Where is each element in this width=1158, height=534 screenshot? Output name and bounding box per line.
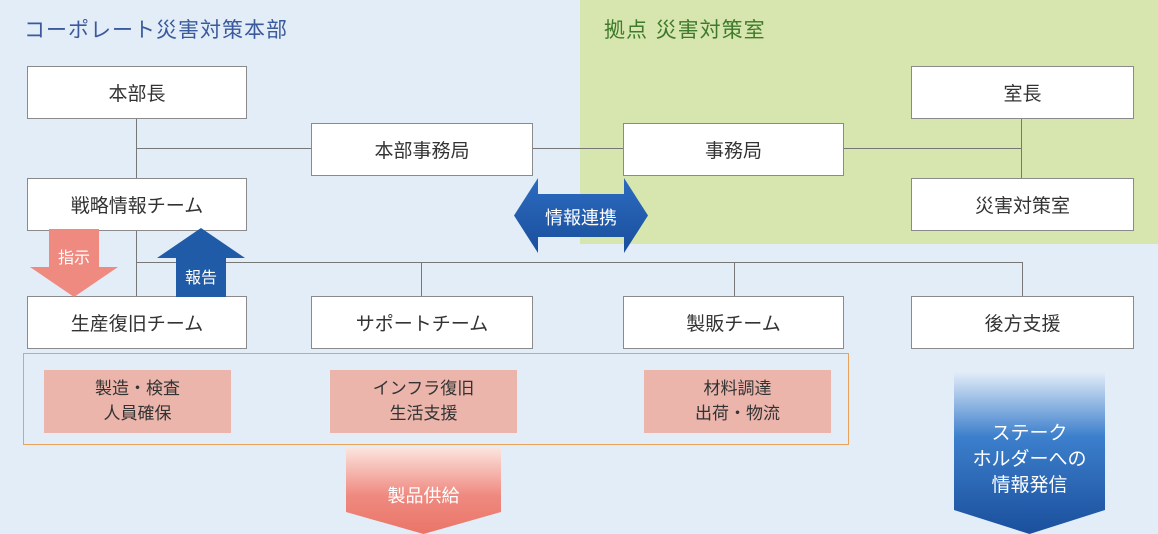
site-room-box: 災害対策室 (911, 178, 1134, 231)
site-office-box: 事務局 (623, 123, 844, 176)
sales-team-box: 製販チーム (623, 296, 844, 349)
instruction-label: 指示 (57, 248, 90, 267)
report-label: 報告 (184, 268, 217, 287)
connector-team-bus (136, 262, 1023, 263)
activity-line: 出荷・物流 (695, 403, 780, 424)
activity-line: 生活支援 (389, 403, 458, 424)
connector-office-link (532, 148, 624, 149)
stakeholder-label: ステーク ホルダーへの 情報発信 (954, 420, 1105, 498)
activity-line: 人員確保 (103, 403, 172, 424)
support-team-box: サポートチーム (311, 296, 533, 349)
product-supply-arrow (346, 448, 501, 534)
connector-to-backup-support (1022, 262, 1023, 297)
activity-manufacturing: 製造・検査 人員確保 (44, 370, 231, 433)
activity-line: 材料調達 (703, 378, 772, 399)
activity-line: インフラ復旧 (372, 378, 475, 399)
connector-head-to-office (136, 148, 312, 149)
site-office-title: 拠点 災害対策室 (604, 18, 766, 42)
hq-office-box: 本部事務局 (311, 123, 533, 176)
instruction-arrow (30, 229, 118, 297)
stakeholder-label-line: 情報発信 (991, 474, 1068, 496)
activity-infrastructure: インフラ復旧 生活支援 (330, 370, 517, 433)
site-chief-box: 室長 (911, 66, 1134, 119)
report-arrow (157, 228, 245, 297)
info-link-label: 情報連携 (545, 208, 617, 229)
connector-to-support-team (421, 262, 422, 297)
product-supply-label: 製品供給 (387, 486, 460, 507)
hq-head-box: 本部長 (27, 66, 247, 119)
connector-to-sales-team (734, 262, 735, 297)
activities-group (23, 353, 849, 445)
stakeholder-label-line: ホルダーへの (972, 448, 1087, 470)
info-link-arrow (514, 178, 648, 253)
strategy-team-box: 戦略情報チーム (27, 178, 247, 231)
activity-materials: 材料調達 出荷・物流 (644, 370, 831, 433)
stakeholder-arrow (954, 372, 1105, 534)
backup-support-box: 後方支援 (911, 296, 1134, 349)
stakeholder-label-line: ステーク (991, 422, 1068, 444)
connector-chief-to-room (1021, 118, 1022, 180)
production-recovery-team-box: 生産復旧チーム (27, 296, 247, 349)
activity-line: 製造・検査 (95, 378, 180, 399)
corporate-hq-title: コーポレート災害対策本部 (24, 18, 288, 42)
connector-site-office-to-chief (843, 148, 1022, 149)
